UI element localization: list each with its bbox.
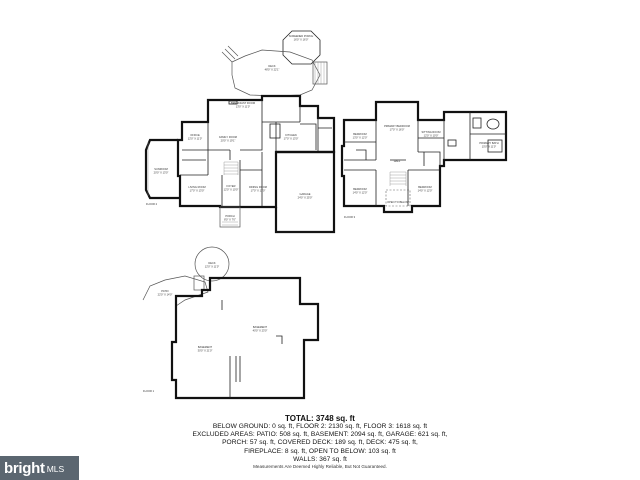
room-label-porch: PORCH — [225, 214, 234, 218]
open-to-below-area — [385, 189, 411, 207]
room-label-primary-bath: PRIMARY BATH — [479, 141, 498, 145]
svg-text:17'0" X 13'0": 17'0" X 13'0" — [190, 189, 205, 193]
floor-3-interior-walls — [344, 112, 506, 206]
basement-plan: DECK 12'0" X 11'0" PATIO 22'0" X 14'0" B… — [142, 246, 320, 400]
room-label-bedroom-3c: BEDROOM — [418, 185, 431, 189]
svg-text:12'0" X 10'0": 12'0" X 10'0" — [224, 188, 239, 192]
area-line-2: EXCLUDED AREAS: PATIO: 508 sq. ft, BASEM… — [192, 431, 448, 439]
room-label-garage: GARAGE — [299, 192, 310, 196]
basement-floor-label: FLOOR 1 — [143, 389, 155, 393]
room-label-office: OFFICE — [190, 133, 200, 137]
area-summary: TOTAL: 3748 sq. ft BELOW GROUND: 0 sq. f… — [160, 414, 480, 464]
area-line-1: BELOW GROUND: 0 sq. ft, FLOOR 2: 2130 sq… — [212, 423, 428, 430]
svg-text:17'0" X 16'0": 17'0" X 16'0" — [390, 128, 405, 132]
room-label-bedroom-3a: BEDROOM — [353, 132, 366, 136]
room-label-sitting-room: SITTING ROOM — [421, 130, 440, 134]
room-label-basement-b: BASEMENT — [253, 325, 268, 329]
floor-2-plan: SCREENED PORCH 16'0" X 16'0" DECK 48'0" … — [144, 30, 336, 234]
room-label-lower-deck: DECK — [208, 261, 215, 265]
svg-text:14'0" X 12'0": 14'0" X 12'0" — [353, 191, 368, 195]
svg-text:30'0" X 21'0": 30'0" X 21'0" — [198, 349, 213, 353]
svg-text:8'0" X 7'0": 8'0" X 7'0" — [224, 218, 236, 222]
svg-text:12'0" X 11'0": 12'0" X 11'0" — [188, 137, 203, 141]
svg-text:17'0" X 13'0": 17'0" X 13'0" — [251, 189, 266, 193]
brand-word: bright — [4, 459, 45, 477]
svg-text:22'0" X 14'0": 22'0" X 14'0" — [158, 293, 173, 297]
room-label-sunroom: SUNROOM — [154, 167, 168, 171]
room-area-screened-porch: 16'0" X 16'0" — [294, 38, 309, 42]
room-label-family-room: FAMILY ROOM — [219, 135, 237, 139]
basement-exterior-walls — [170, 276, 320, 400]
porch-outline — [219, 206, 241, 228]
area-line-4: FIREPLACE: 8 sq. ft, OPEN TO BELOW: 103 … — [244, 447, 396, 455]
lower-deck-outline — [194, 246, 230, 282]
room-label-basement-a: BASEMENT — [198, 345, 213, 349]
svg-text:20'0" X 13'0": 20'0" X 13'0" — [154, 171, 169, 175]
deck-stairs — [221, 45, 239, 63]
room-label-deck: DECK — [268, 64, 275, 68]
garage-walls — [274, 150, 336, 234]
svg-text:13'0" X 11'0": 13'0" X 11'0" — [236, 105, 251, 109]
floor-2-label: FLOOR 2 — [146, 202, 158, 206]
area-line-3: PORCH: 57 sq. ft, COVERED DECK: 189 sq. … — [222, 439, 418, 447]
svg-text:12'0" X 10'0": 12'0" X 10'0" — [424, 134, 439, 138]
room-label-living-room: LIVING ROOM — [188, 185, 205, 189]
room-label-foyer: FOYER — [227, 184, 236, 188]
room-label-breakfast-room: BREAKFAST ROOM — [231, 101, 255, 105]
floor-3-label: FLOOR 3 — [344, 215, 356, 219]
total-area: TOTAL: 3748 sq. ft — [285, 414, 355, 423]
svg-text:24'0" X 25'0": 24'0" X 25'0" — [298, 196, 313, 200]
kitchen-island — [269, 123, 281, 139]
room-label-kitchen: KITCHEN — [285, 133, 297, 137]
patio-outline — [142, 275, 209, 307]
deck-steps-right — [312, 61, 328, 85]
svg-text:40'0" X 23'0": 40'0" X 23'0" — [253, 329, 268, 333]
floor-2-stairs — [223, 161, 239, 175]
svg-text:20'0" X 19'1": 20'0" X 19'1" — [221, 139, 236, 143]
disclaimer-text: Measurements Are Deemed Highly Reliable,… — [253, 464, 387, 469]
floor-2-interior-walls — [180, 100, 319, 206]
svg-text:14'0" X 12'0": 14'0" X 12'0" — [418, 189, 433, 193]
floor-3-stairs — [389, 171, 407, 186]
room-label-primary-bedroom: PRIMARY BEDROOM — [384, 124, 410, 128]
room-label-dining-room: DINING ROOM — [249, 185, 267, 189]
svg-text:17'0" X 13'0": 17'0" X 13'0" — [284, 137, 299, 141]
area-line-5: WALLS: 367 sq. ft — [293, 455, 347, 463]
room-label-patio: PATIO — [161, 289, 168, 293]
floor-3-plan: BEDROOM 13'0" X 12'0" PRIMARY BEDROOM 17… — [340, 100, 508, 219]
room-area-deck: 48'0" X 22'1" — [265, 68, 280, 72]
bright-mls-logo: bright MLS — [0, 456, 79, 480]
sunroom-bay — [144, 138, 180, 200]
screened-porch-outline — [282, 30, 321, 65]
room-label-open-to-below: OPEN TO BELOW — [387, 200, 409, 204]
room-label-hall: HALL — [394, 159, 401, 163]
svg-text:15'0" X 11'0": 15'0" X 11'0" — [482, 145, 497, 149]
svg-text:12'0" X 11'0": 12'0" X 11'0" — [205, 265, 220, 269]
basement-interior-walls — [221, 300, 283, 398]
brand-suffix: MLS — [46, 464, 65, 474]
room-label-screened-porch: SCREENED PORCH — [289, 34, 314, 38]
deck-outline — [231, 49, 321, 97]
room-label-bedroom-3b: BEDROOM — [353, 187, 366, 191]
fireplace — [228, 100, 238, 105]
svg-text:13'0" X 12'0": 13'0" X 12'0" — [353, 136, 368, 140]
